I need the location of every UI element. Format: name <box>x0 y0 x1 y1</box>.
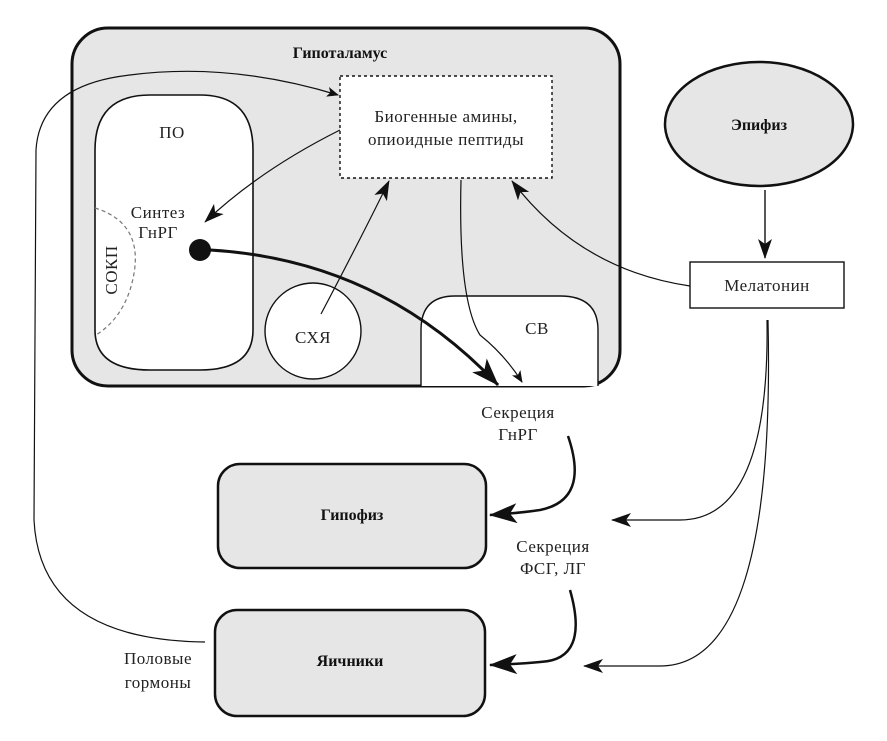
gnrh-neuron-dot <box>189 239 211 261</box>
suprachiasmatic-nucleus-label: СХЯ <box>295 328 331 347</box>
epiphysis-label: Эпифиз <box>731 117 788 134</box>
amines-to-median-eminence-arrow <box>460 179 523 383</box>
biogenic-amines-label-line1: Биогенные амины, <box>374 107 517 126</box>
median-eminence-box <box>420 295 599 386</box>
melatonin-label: Мелатонин <box>724 276 810 295</box>
biogenic-amines-label-line2: опиоидные пептиды <box>368 130 524 149</box>
sokp-region-label: СОКП <box>102 245 121 294</box>
gnrh-secretion-label-line2: ГнРГ <box>498 425 538 444</box>
suprachiasmatic-nucleus <box>264 282 362 380</box>
fsh-lh-to-ovaries-arrow <box>489 589 577 675</box>
pituitary-label: Гипофиз <box>321 507 384 524</box>
sex-hormones-feedback-arrow <box>33 70 339 643</box>
ovaries-organ <box>213 608 487 718</box>
fsh-lh-secretion-label-line1: Секреция <box>516 537 589 556</box>
melatonin-to-ovaries-arrow <box>583 319 770 673</box>
melatonin-to-amines-arrow <box>511 180 691 287</box>
gnrh-secretion-label-line1: Секреция <box>481 403 554 422</box>
ovaries-label: Яичники <box>317 653 384 670</box>
sex-hormones-label-line1: Половые <box>124 649 192 668</box>
sex-hormones-label-line2: гормоны <box>125 673 192 692</box>
hypothalamus-label: Гипоталамус <box>293 45 387 62</box>
fsh-lh-secretion-label-line2: ФСГ, ЛГ <box>520 559 586 578</box>
gnrh-synthesis-label-line2: ГнРГ <box>138 223 178 242</box>
gnrh-transport-arrow <box>209 248 500 387</box>
biogenic-amines-box <box>339 75 553 179</box>
preoptic-area-box <box>94 94 254 371</box>
epiphysis-organ <box>663 60 855 188</box>
gnrh-to-pituitary-arrow <box>489 435 576 524</box>
melatonin-to-pituitary-arrow <box>611 319 768 527</box>
amines-to-synthesis-arrow <box>204 129 341 223</box>
median-eminence-label: СВ <box>525 319 549 338</box>
melatonin-box <box>689 261 845 309</box>
pituitary-organ <box>216 462 488 570</box>
scn-to-amines-arrow <box>320 180 390 315</box>
hypothalamus-block: Гипоталамус ПО СОКП Синтез ГнРГ Биогенны… <box>70 26 622 388</box>
preoptic-area-label: ПО <box>159 123 185 142</box>
gnrh-synthesis-label-line1: Синтез <box>131 203 185 222</box>
